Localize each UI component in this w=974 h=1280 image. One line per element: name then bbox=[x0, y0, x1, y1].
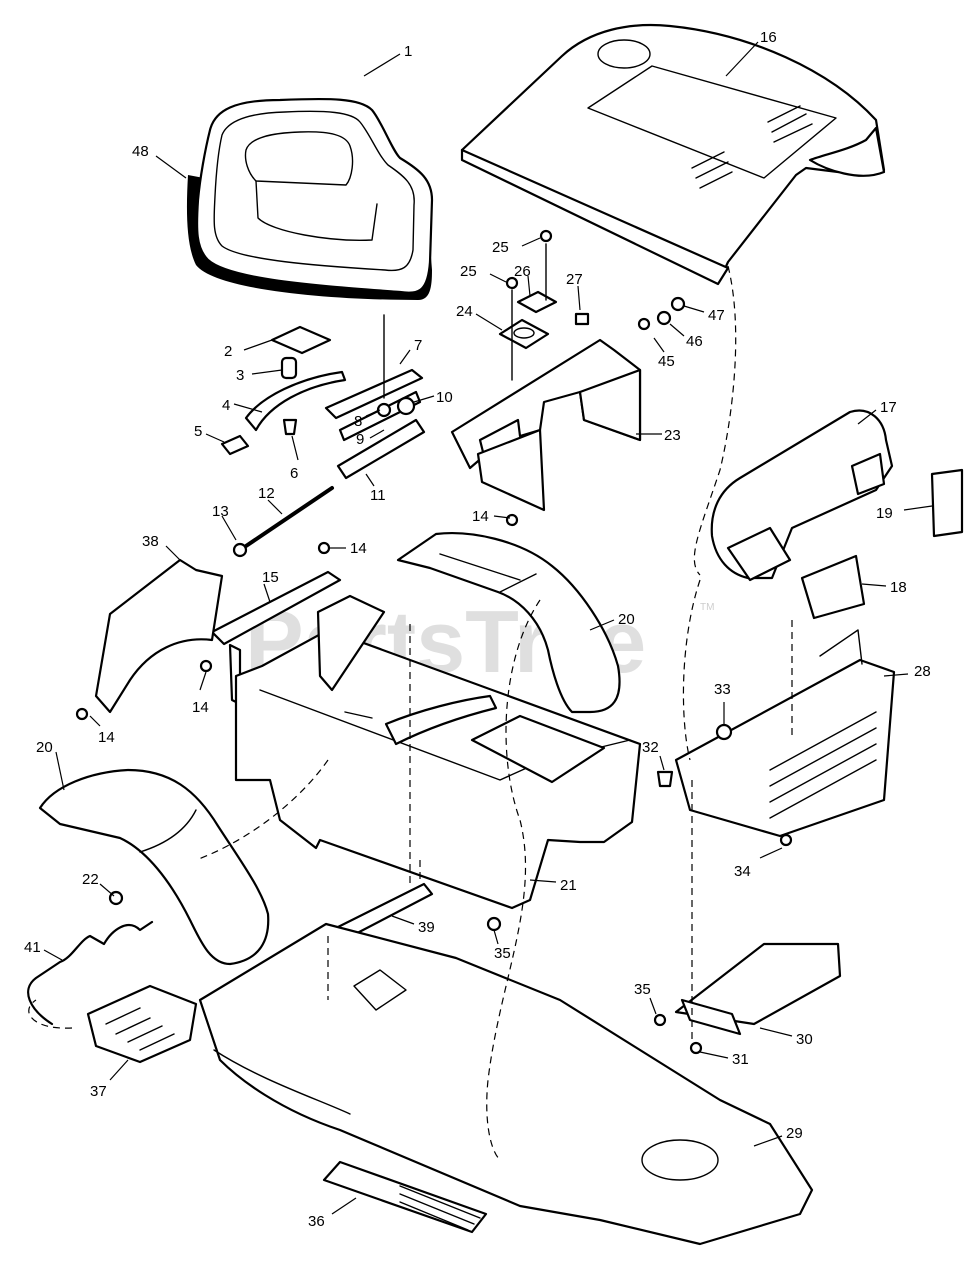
callout-14a: 14 bbox=[350, 540, 367, 557]
hood-part bbox=[460, 23, 886, 286]
callout-16: 16 bbox=[760, 29, 777, 46]
callout-group: 1 2 3 4 5 6 7 8 9 10 11 12 13 14 14 14 1… bbox=[24, 29, 933, 1230]
seat-bracket-parts bbox=[324, 314, 426, 480]
fender-bracket-part-38 bbox=[94, 558, 224, 714]
callout-47: 47 bbox=[708, 307, 725, 324]
callout-39: 39 bbox=[418, 919, 435, 936]
callout-37: 37 bbox=[90, 1083, 107, 1100]
tray-part-37 bbox=[86, 984, 198, 1064]
wire-part-41 bbox=[27, 920, 154, 1026]
callout-25b: 25 bbox=[492, 239, 509, 256]
callout-48: 48 bbox=[132, 143, 149, 160]
grille-parts bbox=[710, 409, 964, 620]
callout-13: 13 bbox=[212, 503, 229, 520]
callout-14c: 14 bbox=[192, 699, 209, 716]
callout-7: 7 bbox=[414, 337, 422, 354]
callout-10: 10 bbox=[436, 389, 453, 406]
callout-21: 21 bbox=[560, 877, 577, 894]
seat-part bbox=[186, 97, 434, 300]
callout-27: 27 bbox=[566, 271, 583, 288]
bracket-part-30 bbox=[674, 942, 842, 1036]
frame-part-21 bbox=[234, 594, 642, 910]
callout-6: 6 bbox=[290, 465, 298, 482]
callout-12: 12 bbox=[258, 485, 275, 502]
callout-18: 18 bbox=[890, 579, 907, 596]
callout-29: 29 bbox=[786, 1125, 803, 1142]
callout-41: 41 bbox=[24, 939, 41, 956]
callout-34: 34 bbox=[734, 863, 751, 880]
callout-17: 17 bbox=[880, 399, 897, 416]
callout-35a: 35 bbox=[494, 945, 511, 962]
callout-9: 9 bbox=[356, 431, 364, 448]
callout-35b: 35 bbox=[634, 981, 651, 998]
dash-panel-part bbox=[450, 338, 642, 512]
callout-24: 24 bbox=[456, 303, 473, 320]
callout-26: 26 bbox=[514, 263, 531, 280]
callout-23: 23 bbox=[664, 427, 681, 444]
callout-15: 15 bbox=[262, 569, 279, 586]
callout-45: 45 bbox=[658, 353, 675, 370]
callout-36: 36 bbox=[308, 1213, 325, 1230]
callout-31: 31 bbox=[732, 1051, 749, 1068]
watermark-trademark: TM bbox=[700, 602, 714, 613]
callout-32: 32 bbox=[642, 739, 659, 756]
callout-3: 3 bbox=[236, 367, 244, 384]
callout-28: 28 bbox=[914, 663, 931, 680]
callout-11: 11 bbox=[370, 487, 386, 504]
callout-20b: 20 bbox=[36, 739, 53, 756]
strip-part-36 bbox=[322, 1160, 488, 1234]
callout-38: 38 bbox=[142, 533, 159, 550]
chassis-part-29 bbox=[198, 922, 814, 1246]
callout-8: 8 bbox=[354, 413, 362, 430]
assembly-guide-lines bbox=[28, 265, 793, 1161]
callout-1: 1 bbox=[404, 43, 412, 60]
callout-4: 4 bbox=[222, 397, 230, 414]
fender-part-20-left bbox=[38, 768, 270, 966]
callout-14d: 14 bbox=[98, 729, 115, 746]
callout-14b: 14 bbox=[472, 508, 489, 525]
callout-5: 5 bbox=[194, 423, 202, 440]
grille-lower-part-28 bbox=[674, 629, 896, 838]
callout-22: 22 bbox=[82, 871, 99, 888]
callout-19: 19 bbox=[876, 505, 893, 522]
callout-46: 46 bbox=[686, 333, 703, 350]
rod-part bbox=[232, 486, 334, 558]
fender-part-20-right bbox=[396, 532, 621, 714]
seat-mount-parts bbox=[220, 325, 347, 456]
callout-2: 2 bbox=[224, 343, 232, 360]
plate-parts bbox=[498, 229, 590, 381]
callout-33: 33 bbox=[714, 681, 731, 698]
callout-25a: 25 bbox=[460, 263, 477, 280]
callout-30: 30 bbox=[796, 1031, 813, 1048]
hardware-parts bbox=[75, 296, 793, 1055]
callout-20a: 20 bbox=[618, 611, 635, 628]
